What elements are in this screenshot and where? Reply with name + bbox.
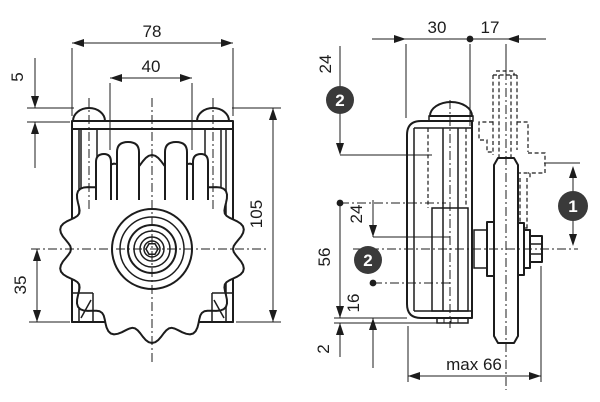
- dim-upper-slot: 24 2: [316, 46, 354, 207]
- dim-center-height: 56 2: [314, 203, 344, 357]
- dim-label-35: 35: [11, 276, 30, 295]
- dim-label-78: 78: [143, 22, 162, 41]
- dim-head-height: 5: [8, 58, 74, 168]
- callout-1-label: 1: [568, 197, 577, 216]
- dim-label-40: 40: [142, 57, 161, 76]
- dim-label-30: 30: [428, 18, 447, 37]
- dim-label-105: 105: [247, 200, 266, 228]
- callout-badge-2-lower: [354, 246, 382, 274]
- dim-depth-offset: 30 17: [372, 18, 546, 126]
- dim-center-to-base: 35: [11, 249, 70, 323]
- dim-label-56: 56: [315, 248, 334, 267]
- dim-label-2: 2: [314, 344, 333, 353]
- front-view: 78 40 5 105: [8, 22, 281, 364]
- side-leaders: [334, 154, 580, 324]
- callout-2-upper-label: 2: [335, 91, 344, 110]
- callout-badge-2-upper: [326, 86, 354, 114]
- side-centerlines: [353, 71, 578, 390]
- dim-max-width: max 66: [407, 266, 542, 382]
- dim-label-16: 16: [344, 294, 363, 313]
- dim-label-upper-24: 24: [316, 55, 335, 74]
- dim-label-5: 5: [8, 72, 27, 81]
- dim-label-lower-24: 24: [347, 205, 366, 224]
- side-bracket: [406, 101, 474, 324]
- side-view: 30 17 24 2 56 2 24 2: [314, 18, 588, 390]
- left-screw-head: [72, 107, 106, 122]
- dim-overall-height: 105: [232, 107, 281, 323]
- chain-guide-fingers: [95, 141, 209, 200]
- callout-2-lower-label: 2: [363, 251, 372, 270]
- side-screw-head: [429, 101, 473, 117]
- front-top-plate: [71, 107, 234, 130]
- dim-label-max-66: max 66: [446, 355, 502, 374]
- dim-bolt-spacing: 40: [109, 57, 193, 150]
- callout-badge-1: [558, 191, 588, 221]
- callout-1-range: 1: [558, 166, 588, 246]
- dim-lower-slot: 24 2 16: [344, 200, 382, 368]
- right-screw-head: [196, 107, 230, 122]
- sprocket-disc-side: [493, 157, 519, 344]
- dim-overall-width: 78: [71, 22, 234, 116]
- front-corner-details: [72, 292, 233, 322]
- front-centerlines: [31, 98, 268, 364]
- dim-label-17: 17: [481, 18, 500, 37]
